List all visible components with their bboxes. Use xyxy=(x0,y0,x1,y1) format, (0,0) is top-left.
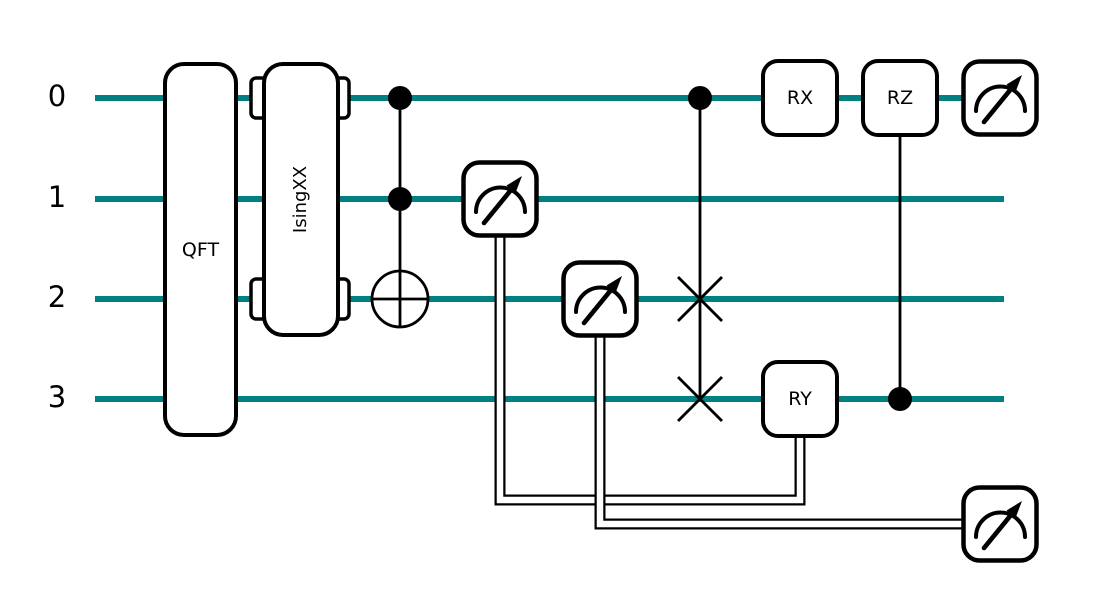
wire-label-3: 3 xyxy=(47,380,67,414)
toffoli-control-dot-wire0 xyxy=(388,86,412,110)
gate-rx: RX xyxy=(761,59,839,137)
gate-qft-label: QFT xyxy=(181,238,220,261)
toffoli-control-dot-wire1 xyxy=(388,187,412,211)
swap-cross-icon-wire2 xyxy=(677,276,723,322)
wire-label-1: 1 xyxy=(47,180,67,214)
gate-rz: RZ xyxy=(861,59,939,137)
gate-isingxx-label: IsingXX xyxy=(290,165,312,234)
cswap-control-dot-wire0 xyxy=(688,86,712,110)
gate-rz-label: RZ xyxy=(886,87,914,109)
gate-rx-label: RX xyxy=(786,87,814,109)
measurement-box-wire2 xyxy=(561,260,639,338)
gate-qft: QFT xyxy=(163,62,238,437)
measurement-box-wire1 xyxy=(461,160,539,238)
wire-label-2: 2 xyxy=(47,280,67,314)
measurement-box-wire0 xyxy=(961,59,1039,137)
gate-isingxx: IsingXX xyxy=(262,62,340,337)
measurement-box-terminal-classical xyxy=(961,485,1039,563)
crz-control-dot-wire3 xyxy=(888,387,912,411)
wire-label-0: 0 xyxy=(47,79,67,113)
gate-ry: RY xyxy=(761,360,839,438)
measurement-gauge-icon xyxy=(561,260,639,338)
measurement-gauge-icon xyxy=(961,485,1039,563)
classical-wire-m1-to-ry xyxy=(494,235,806,506)
measurement-gauge-icon xyxy=(961,59,1039,137)
classical-wire-m2-to-terminal-core xyxy=(596,335,975,528)
classical-wire-m1-to-ry-core xyxy=(496,235,804,504)
gate-ry-label: RY xyxy=(788,388,812,410)
measurement-gauge-icon xyxy=(461,160,539,238)
cnot-target-icon xyxy=(370,269,430,329)
swap-cross-icon-wire3 xyxy=(677,376,723,422)
